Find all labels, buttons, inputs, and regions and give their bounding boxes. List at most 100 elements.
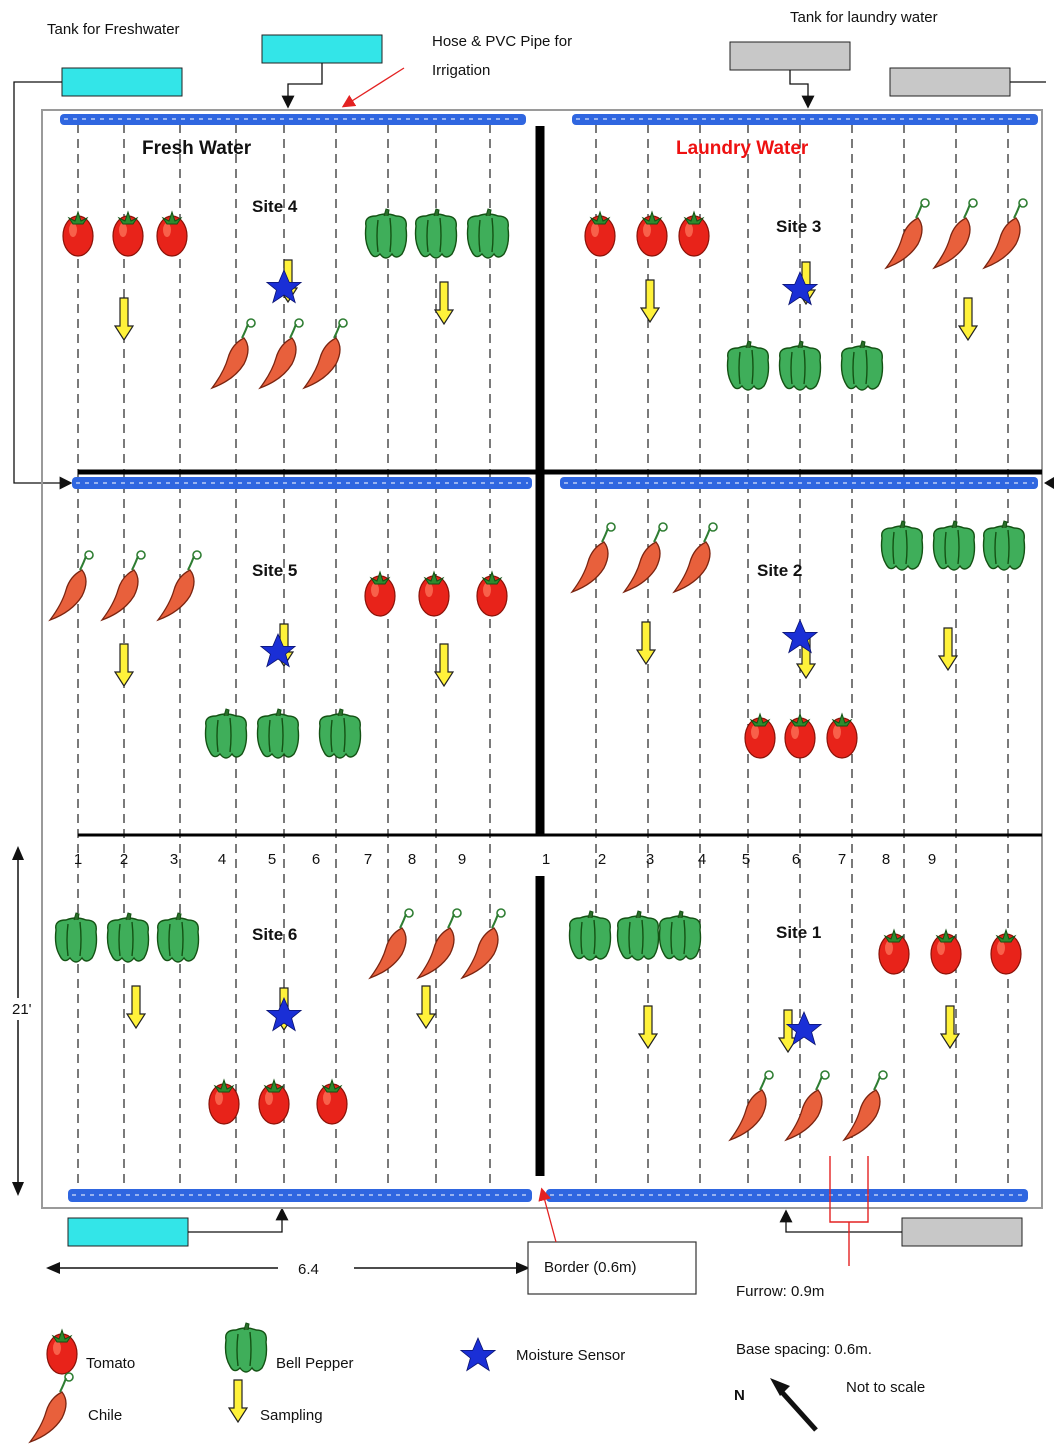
pipe-label-line1: Hose & PVC Pipe for bbox=[432, 33, 572, 50]
bell-pepper-icon bbox=[660, 911, 701, 960]
furrow-number: 3 bbox=[170, 851, 178, 868]
furrow-number: 2 bbox=[598, 851, 606, 868]
sampling-arrow-icon bbox=[639, 1006, 657, 1048]
site-5-plants bbox=[50, 551, 507, 758]
laundry-tank-2 bbox=[890, 68, 1010, 96]
site-1-plants bbox=[570, 911, 1022, 1140]
chile-icon bbox=[624, 523, 667, 592]
bell-pepper-icon bbox=[108, 913, 149, 962]
chile-icon bbox=[572, 523, 615, 592]
tomato-icon bbox=[63, 212, 93, 256]
bell-pepper-icon bbox=[618, 911, 659, 960]
furrow-number: 1 bbox=[542, 851, 550, 868]
bell-pepper-icon bbox=[226, 1323, 267, 1372]
fresh-tank-3 bbox=[68, 1218, 188, 1246]
furrow-number: 6 bbox=[792, 851, 800, 868]
tomato-icon bbox=[419, 572, 449, 616]
base-spacing-note: Base spacing: 0.6m. bbox=[736, 1341, 872, 1358]
bell-pepper-icon bbox=[570, 911, 611, 960]
chile-icon bbox=[212, 319, 255, 388]
border-label: Border (0.6m) bbox=[544, 1259, 637, 1276]
bell-pepper-icon bbox=[320, 709, 361, 758]
site-4-plants bbox=[63, 209, 509, 388]
tomato-icon bbox=[637, 212, 667, 256]
furrow-number: 5 bbox=[268, 851, 276, 868]
chile-icon bbox=[260, 319, 303, 388]
bell-pepper-icon bbox=[728, 341, 769, 390]
legend-sampling: Sampling bbox=[260, 1407, 323, 1424]
tomato-icon bbox=[317, 1080, 347, 1124]
pipe-dash-highlights bbox=[64, 119, 1034, 1195]
legend-chile: Chile bbox=[88, 1407, 122, 1424]
tomato-icon bbox=[745, 714, 775, 758]
legend: Tomato Bell Pepper Moisture Sensor Chile… bbox=[30, 1323, 925, 1442]
irrigation-pipes bbox=[60, 114, 1038, 1202]
fresh-tank-1 bbox=[62, 68, 182, 96]
tomato-icon bbox=[47, 1330, 77, 1374]
sampling-arrow-icon bbox=[229, 1380, 247, 1422]
site-5-label: Site 5 bbox=[252, 561, 297, 580]
tomato-icon bbox=[113, 212, 143, 256]
sampling-arrow-icon bbox=[115, 644, 133, 686]
bell-pepper-icon bbox=[984, 521, 1025, 570]
bell-pepper-icon bbox=[842, 341, 883, 390]
tomato-icon bbox=[209, 1080, 239, 1124]
site-2-plants bbox=[572, 521, 1025, 758]
chile-icon bbox=[886, 199, 929, 268]
furrow-number: 8 bbox=[408, 851, 416, 868]
chile-icon bbox=[844, 1071, 887, 1140]
chile-icon bbox=[370, 909, 413, 978]
sampling-arrow-icon bbox=[127, 986, 145, 1028]
moisture-sensor-icon bbox=[783, 272, 817, 305]
furrow-number: 1 bbox=[74, 851, 82, 868]
site-3-label: Site 3 bbox=[776, 217, 821, 236]
tomato-icon bbox=[477, 572, 507, 616]
bell-pepper-icon bbox=[468, 209, 509, 258]
chile-icon bbox=[984, 199, 1027, 268]
site-2-label: Site 2 bbox=[757, 561, 802, 580]
sampling-arrow-icon bbox=[779, 1010, 797, 1052]
bell-pepper-icon bbox=[780, 341, 821, 390]
sampling-arrow-icon bbox=[115, 298, 133, 340]
furrow-number: 5 bbox=[742, 851, 750, 868]
north-label: N bbox=[734, 1387, 745, 1404]
legend-moisture-sensor: Moisture Sensor bbox=[516, 1347, 625, 1364]
bell-pepper-icon bbox=[158, 913, 199, 962]
chile-icon bbox=[674, 523, 717, 592]
site-1-label: Site 1 bbox=[776, 923, 821, 942]
chile-icon bbox=[50, 551, 93, 620]
width-dimension bbox=[46, 1262, 530, 1274]
laundry-tank-3 bbox=[902, 1218, 1022, 1246]
height-dimension bbox=[12, 846, 24, 1196]
pipe-label-line2: Irrigation bbox=[432, 62, 490, 79]
furrow-bracket bbox=[830, 1156, 868, 1266]
bell-pepper-icon bbox=[416, 209, 457, 258]
site-6-label: Site 6 bbox=[252, 925, 297, 944]
fresh-water-header: Fresh Water bbox=[142, 138, 252, 159]
legend-bell-pepper: Bell Pepper bbox=[276, 1355, 354, 1372]
sampling-arrow-icon bbox=[417, 986, 435, 1028]
sampling-arrow-icon bbox=[435, 644, 453, 686]
sampling-arrow-icon bbox=[637, 622, 655, 664]
sampling-arrow-icon bbox=[939, 628, 957, 670]
bell-pepper-icon bbox=[934, 521, 975, 570]
furrow-number: 4 bbox=[218, 851, 226, 868]
tomato-icon bbox=[991, 930, 1021, 974]
chile-icon bbox=[30, 1373, 73, 1442]
furrow-number: 7 bbox=[838, 851, 846, 868]
bell-pepper-icon bbox=[366, 209, 407, 258]
pipe-pointer bbox=[344, 68, 404, 106]
moisture-sensor-icon bbox=[261, 634, 295, 667]
sampling-arrow-icon bbox=[641, 280, 659, 322]
width-label: 6.4 bbox=[298, 1261, 319, 1278]
bell-pepper-icon bbox=[56, 913, 97, 962]
furrow-number: 2 bbox=[120, 851, 128, 868]
furrow-number: 8 bbox=[882, 851, 890, 868]
furrow-label: Furrow: 0.9m bbox=[736, 1283, 824, 1300]
furrow-numbers-left: 1 2 3 4 5 6 7 8 9 bbox=[74, 851, 466, 868]
bell-pepper-icon bbox=[258, 709, 299, 758]
furrow-number: 9 bbox=[928, 851, 936, 868]
tomato-icon bbox=[157, 212, 187, 256]
legend-tomato: Tomato bbox=[86, 1355, 135, 1372]
